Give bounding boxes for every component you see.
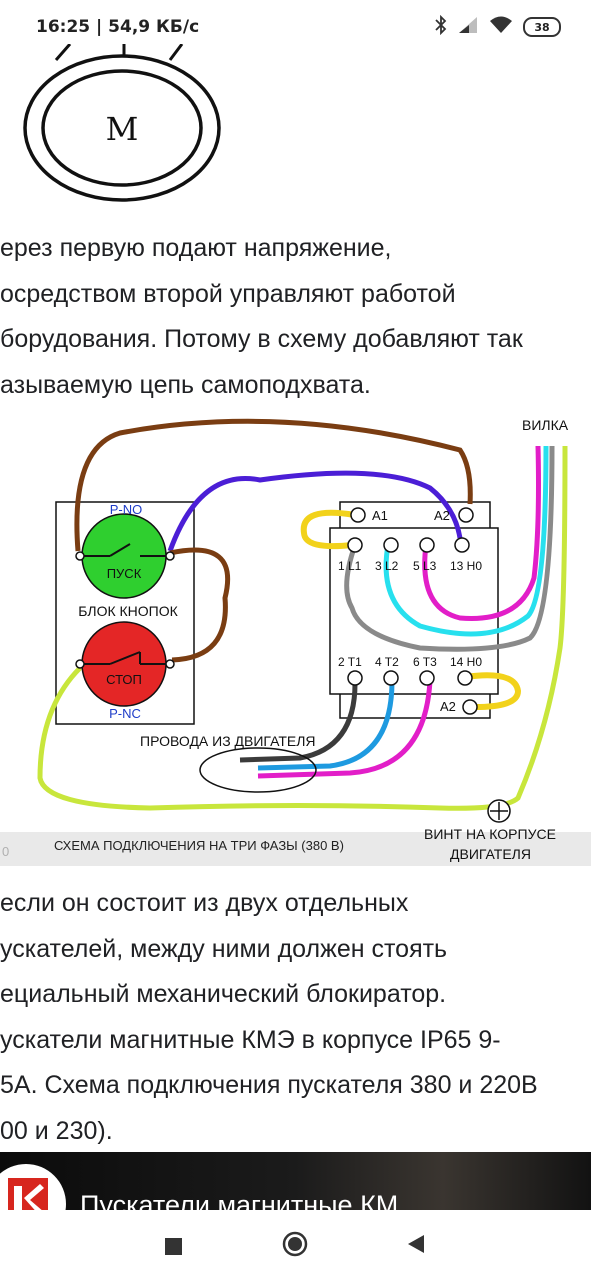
- button-block-label: БЛОК КНОПОК: [78, 603, 178, 619]
- square-icon: [164, 1237, 182, 1255]
- coil-a2-top-label: A2: [434, 508, 450, 523]
- signal-icon: [457, 16, 479, 38]
- terminal-label: 4 T2: [375, 655, 399, 669]
- article-paragraph-1: ерез первую подают напряжение, осредство…: [0, 226, 591, 408]
- ground-screw-label-1: ВИНТ НА КОРПУСЕ: [424, 826, 556, 842]
- terminal-label: 5 L3: [413, 559, 437, 573]
- status-bar: 16:25 | 54,9 КБ/с 38: [0, 0, 591, 56]
- p-nc-label: P-NC: [109, 706, 141, 721]
- bluetooth-icon: [435, 14, 447, 39]
- paragraph-line: если он состоит из двух отдельных: [0, 889, 409, 917]
- terminal-label: 1 L1: [338, 559, 362, 573]
- system-nav-bar: [0, 1210, 591, 1280]
- wiring-diagram: 0 СХЕМА ПОДКЛЮЧЕНИЯ НА ТРИ ФАЗЫ (380 В): [0, 408, 591, 868]
- terminal-label: 13 H0: [450, 559, 482, 573]
- battery-icon: 38: [523, 17, 561, 37]
- paragraph-line: осредством второй управляют работой: [0, 279, 456, 308]
- paragraph-line: ускатели магнитные КМЭ в корпусе IP65 9-: [0, 1025, 501, 1054]
- paragraph-line: 00 и 230).: [0, 1116, 113, 1145]
- recents-button[interactable]: [155, 1228, 191, 1264]
- article-paragraph-2: если он состоит из двух отдельных ускате…: [0, 881, 591, 1155]
- paragraph-line: ускателей, между ними должен стоять: [0, 934, 448, 963]
- diagram-caption: СХЕМА ПОДКЛЮЧЕНИЯ НА ТРИ ФАЗЫ (380 В): [54, 838, 344, 853]
- status-time-speed: 16:25 | 54,9 КБ/с: [36, 17, 200, 37]
- video-title[interactable]: Пускатели магнитные КМ: [80, 1190, 399, 1210]
- caption-prefix: 0: [2, 844, 9, 859]
- paragraph-line: 5А. Схема подключения пускателя 380 и 22…: [0, 1071, 538, 1100]
- motor-wires-label: ПРОВОДА ИЗ ДВИГАТЕЛЯ: [140, 733, 316, 749]
- video-embed[interactable]: Пускатели магнитные КМ: [0, 1152, 591, 1210]
- plug-label: ВИЛКА: [522, 417, 569, 433]
- terminal-label: 14 H0: [450, 655, 482, 669]
- start-button-label: ПУСК: [107, 566, 142, 581]
- channel-logo-icon[interactable]: [0, 1164, 66, 1210]
- terminal-label: 3 L2: [375, 559, 399, 573]
- home-button[interactable]: [277, 1228, 313, 1264]
- contactor-frame: [329, 527, 499, 695]
- motor-wires-ellipse: [199, 747, 317, 793]
- coil-a2-bottom-label: A2: [440, 699, 456, 714]
- paragraph-line: борудования. Потому в схему добавляют та…: [0, 325, 523, 354]
- paragraph-line: ерез первую подают напряжение,: [0, 234, 392, 262]
- motor-symbol-image: М: [0, 43, 240, 214]
- motor-label: М: [106, 110, 139, 148]
- circle-icon: [281, 1230, 309, 1262]
- paragraph-line: ециальный механический блокиратор.: [0, 980, 447, 1009]
- caption-strip: [0, 832, 591, 866]
- stop-button-label: СТОП: [106, 672, 142, 687]
- ground-screw-label-2: ДВИГАТЕЛЯ: [450, 846, 531, 862]
- coil-a1-label: A1: [372, 508, 388, 523]
- back-triangle-icon: [407, 1234, 425, 1258]
- terminal-label: 6 T3: [413, 655, 437, 669]
- wifi-icon: [489, 16, 513, 38]
- paragraph-line: азываемую цепь самоподхвата.: [0, 370, 371, 399]
- terminal-label: 2 T1: [338, 655, 362, 669]
- p-no-label: P-NO: [110, 502, 143, 517]
- back-button[interactable]: [398, 1228, 434, 1264]
- status-icons: 38: [435, 14, 561, 39]
